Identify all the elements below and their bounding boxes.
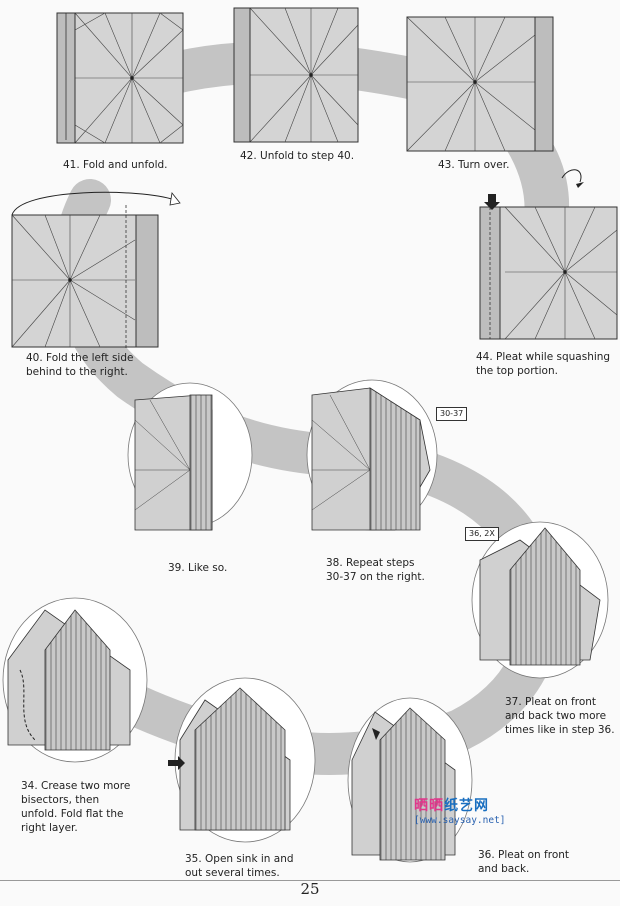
step-37-diagram [471, 521, 609, 679]
step-38-diagram [306, 379, 438, 531]
step-39-diagram [127, 382, 253, 531]
step-40-diagram [11, 191, 181, 350]
step-36-diagram [347, 697, 473, 863]
watermark-logo: 晒晒纸艺网 [414, 795, 489, 815]
turn-over-arrow [561, 169, 582, 183]
step-42-diagram [233, 7, 359, 143]
page-number: 25 [300, 880, 320, 898]
step-43-diagram [406, 16, 554, 152]
step-40-caption: 40. Fold the left side behind to the rig… [26, 352, 134, 378]
step-34-diagram [2, 597, 148, 763]
step-44-caption: 44. Pleat while squashing the top portio… [476, 351, 611, 377]
step-39-caption: 39. Like so. [168, 562, 228, 574]
step-43-caption: 43. Turn over. [438, 159, 510, 171]
step-42-caption: 42. Unfold to step 40. [240, 150, 355, 162]
step-35-caption: 35. Open sink in and out several times. [185, 853, 294, 879]
step-41-diagram [56, 12, 184, 144]
repeat-range-tag: 30-37 [436, 407, 468, 421]
step-37-caption: 37. Pleat on front and back two more tim… [505, 696, 615, 736]
step-34-caption: 34. Crease two more bisectors, then unfo… [21, 780, 131, 834]
step-36-caption: 36. Pleat on front and back. [478, 849, 570, 875]
repeat-count-tag: 36, 2X [465, 527, 499, 541]
step-44-diagram [479, 194, 618, 340]
step-38-caption: 38. Repeat steps 30-37 on the right. [326, 557, 425, 583]
step-41-caption: 41. Fold and unfold. [63, 159, 168, 171]
step-35-diagram [168, 677, 316, 843]
watermark-name-pink: 晒晒 [414, 798, 444, 814]
watermark-name-blue: 纸艺网 [444, 798, 489, 814]
footer-rule [0, 880, 620, 881]
watermark-url: [www.saysay.net] [414, 815, 506, 826]
